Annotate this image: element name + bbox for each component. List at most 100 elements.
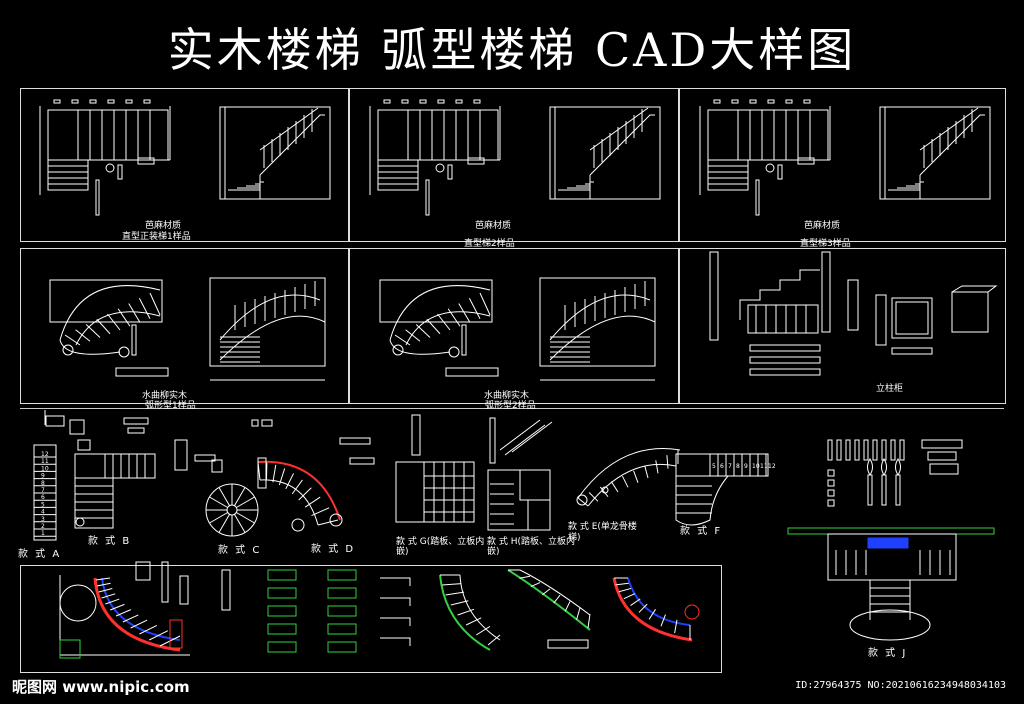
cad-rect [447, 164, 453, 180]
cad-rect [107, 99, 115, 104]
cad-path [627, 577, 691, 626]
cad-rect [845, 439, 851, 461]
cad-rect [125, 99, 133, 104]
cad-rect [881, 474, 887, 506]
cad-circle [435, 163, 445, 173]
cad-rect [395, 461, 475, 523]
cad-rect [221, 569, 231, 611]
panel-curved-stair-1 [20, 248, 350, 404]
cad-line [218, 514, 230, 533]
panel-straight-stair-1 [20, 88, 350, 242]
cad-path [219, 294, 321, 341]
cad-line [648, 609, 656, 620]
cad-rect [261, 419, 273, 427]
panel-straight-stair-2 [348, 88, 680, 242]
cad-rect [929, 463, 959, 475]
cad-rect [379, 279, 493, 323]
cad-line [139, 625, 158, 635]
cad-rect [135, 561, 151, 581]
cad-rect [179, 575, 189, 605]
cad-line [621, 475, 629, 488]
cad-rect [899, 439, 905, 461]
cad-line [272, 464, 277, 483]
cad-path [259, 479, 319, 526]
cad-rect [867, 474, 873, 506]
cad-rect [749, 356, 821, 364]
cad-rect [117, 164, 123, 180]
stair-number: 4 [41, 509, 45, 516]
cad-path [612, 577, 693, 642]
cad-line [487, 634, 501, 646]
cad-rect [803, 99, 811, 104]
material-label-2: 芭麻材质 [475, 221, 512, 231]
cad-path [380, 597, 411, 606]
cad-rect [174, 439, 188, 471]
stair-number: 5 [41, 501, 45, 508]
cad-line [285, 473, 295, 490]
cad-rect [327, 623, 357, 635]
cad-line [450, 600, 469, 606]
cad-line [564, 601, 571, 612]
cad-line [304, 496, 321, 508]
watermark-id: ID:27964375 NO:20210616234948034103 [795, 680, 1006, 691]
sample-label-3: 直型梯3样品 [800, 239, 851, 249]
cad-path [881, 458, 887, 476]
cad-path [219, 315, 326, 361]
cad-rect [251, 419, 259, 427]
cad-path [589, 114, 655, 176]
stair-number: 6 [41, 494, 45, 501]
cad-circle [226, 504, 238, 516]
cad-rect [143, 99, 151, 104]
cad-line [587, 613, 591, 629]
cad-line [122, 614, 139, 623]
cad-path [389, 285, 491, 341]
cad-line [633, 470, 639, 483]
watermark-site: 昵图网 www.nipic.com [12, 678, 190, 696]
cad-rect [445, 367, 499, 377]
cad-line [441, 583, 462, 586]
cad-rect [827, 469, 835, 477]
cad-rect [709, 251, 719, 341]
cad-rect [863, 439, 869, 461]
cad-line [138, 298, 151, 319]
cad-line [209, 512, 228, 524]
cad-path [587, 463, 677, 507]
cad-line [105, 598, 120, 605]
panel-detail-strip [20, 565, 722, 673]
cad-rect [821, 251, 831, 333]
cad-rect [461, 324, 467, 356]
cad-rect [867, 537, 909, 549]
cad-line [457, 608, 475, 616]
cad-line [128, 303, 141, 323]
cad-path [511, 421, 553, 453]
cad-circle [59, 584, 97, 622]
cad-line [234, 514, 246, 533]
cad-rect [827, 489, 835, 497]
cad-line [115, 609, 132, 617]
column-cabinet-label: 立柱柜 [876, 384, 904, 394]
cad-rect [47, 159, 89, 191]
cad-line [96, 318, 111, 335]
style-j-caption: 款 式 J [868, 648, 908, 659]
cad-rect [785, 99, 793, 104]
cad-path [504, 424, 546, 456]
cad-rect [827, 479, 835, 487]
cad-path [93, 577, 181, 652]
style-a-caption: 款 式 A [18, 549, 62, 560]
cad-rect [707, 109, 829, 161]
stair-number: 11 [760, 463, 768, 470]
cad-line [426, 318, 441, 335]
cad-rect [519, 469, 551, 501]
material-label-3: 芭麻材质 [804, 221, 841, 231]
cad-path [59, 285, 161, 341]
cad-rect [767, 99, 775, 104]
cad-path [380, 617, 411, 626]
cad-rect [169, 619, 183, 649]
separator-line [20, 408, 1004, 409]
cad-rect [211, 459, 223, 473]
cad-rect [339, 437, 371, 445]
cad-line [110, 603, 125, 611]
stair-number: 9 [744, 463, 748, 470]
cad-line [278, 468, 286, 486]
stair-number: 2 [41, 523, 45, 530]
